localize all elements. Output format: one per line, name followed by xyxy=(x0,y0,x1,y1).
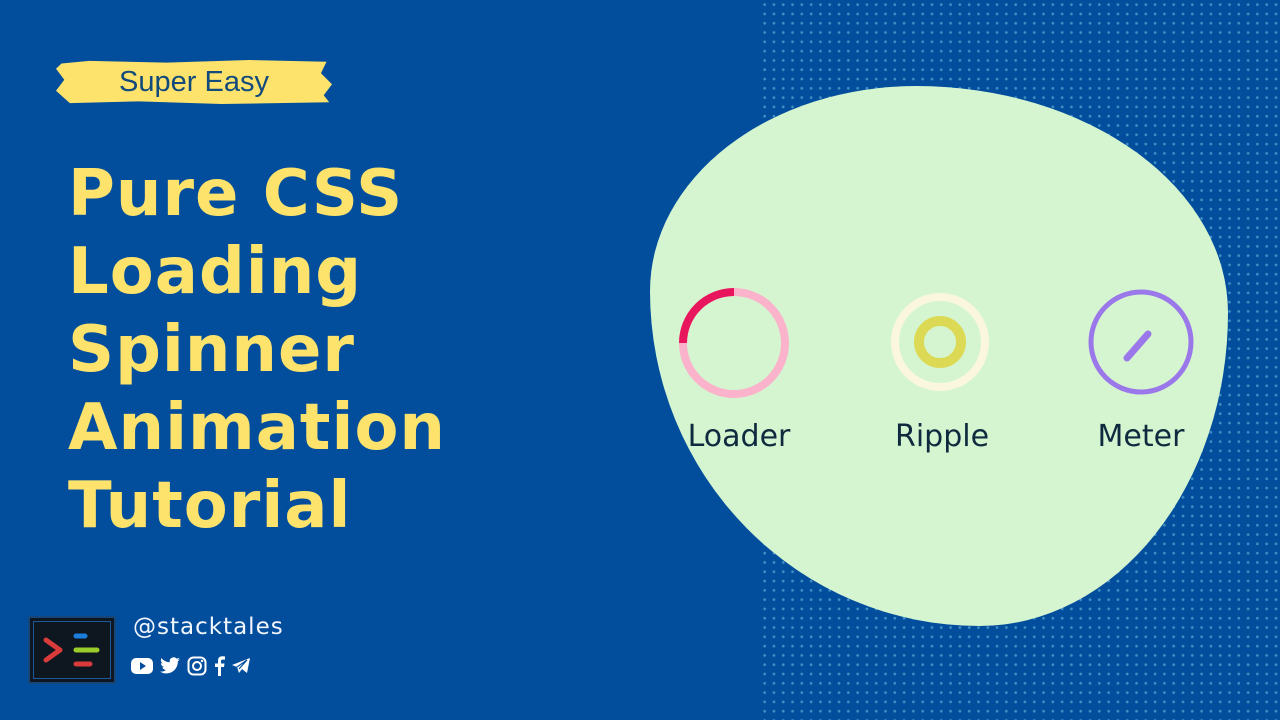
instagram-icon[interactable] xyxy=(187,656,207,676)
brand-logo xyxy=(28,616,116,684)
loader-spinner-icon xyxy=(679,288,789,398)
twitter-icon[interactable] xyxy=(159,657,181,675)
brand-handle: @stacktales xyxy=(133,614,284,640)
page-title: Pure CSS Loading Spinner Animation Tutor… xyxy=(68,155,446,545)
title-line: Tutorial xyxy=(68,469,352,543)
title-line: Pure CSS xyxy=(68,157,404,231)
telegram-icon[interactable] xyxy=(231,657,251,675)
ripple-spinner-icon xyxy=(891,293,989,391)
title-line: Spinner xyxy=(68,313,355,387)
terminal-logo-icon xyxy=(43,633,100,667)
badge-background xyxy=(56,60,332,104)
title-line: Loading xyxy=(68,235,363,309)
facebook-icon[interactable] xyxy=(213,656,225,676)
badge-label: Super Easy xyxy=(119,66,269,98)
meter-spinner-icon xyxy=(1088,289,1194,395)
social-icons xyxy=(131,656,251,676)
ripple-label: Ripple xyxy=(894,419,990,454)
meter-label: Meter xyxy=(1097,419,1185,454)
title-line: Animation xyxy=(68,391,446,465)
loader-label: Loader xyxy=(687,419,791,454)
youtube-icon[interactable] xyxy=(131,657,153,675)
